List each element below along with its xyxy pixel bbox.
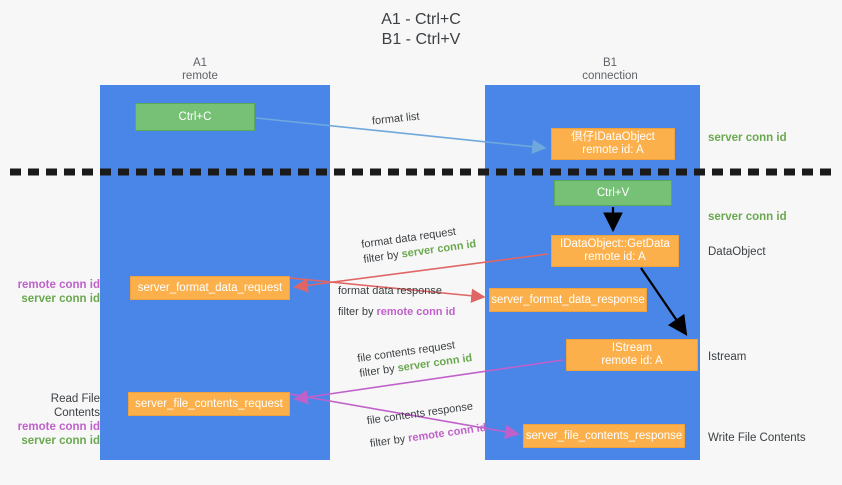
edge-label-line1: format data response bbox=[338, 285, 442, 297]
edge-label-file-contents-request: file contents request filter by server c… bbox=[356, 336, 473, 382]
note-server-conn-id-paste: server conn id bbox=[708, 210, 787, 224]
filter-prefix: filter by bbox=[358, 362, 399, 380]
box-idataobject-clipboard[interactable]: 倶仔IDataObject remote id: A bbox=[551, 128, 675, 160]
edge-label-line2: filter by remote conn id bbox=[338, 305, 455, 320]
page-title: A1 - Ctrl+C B1 - Ctrl+V bbox=[381, 11, 461, 48]
filter-prefix: filter by bbox=[369, 432, 410, 451]
note-server-conn-id-clipboard: server conn id bbox=[708, 131, 787, 145]
conn-id-remote: remote conn id bbox=[376, 306, 456, 318]
filter-prefix: filter by bbox=[362, 248, 403, 266]
lane-header-a1: A1 remote bbox=[182, 57, 218, 82]
conn-id-remote: remote conn id bbox=[17, 421, 100, 433]
box-server-file-contents-request[interactable]: server_file_contents_request bbox=[128, 392, 290, 416]
box-ctrl-c[interactable]: Ctrl+C bbox=[135, 103, 255, 131]
box-server-file-contents-response[interactable]: server_file_contents_response bbox=[523, 424, 685, 448]
note-read-file-contents: Read File Contents remote conn id server… bbox=[2, 392, 100, 448]
note-write-file-contents: Write File Contents bbox=[708, 432, 806, 444]
box-server-format-data-request[interactable]: server_format_data_request bbox=[130, 276, 290, 300]
filter-prefix: filter by bbox=[338, 306, 377, 318]
note-istream: Istream bbox=[708, 351, 747, 363]
box-ctrl-v[interactable]: Ctrl+V bbox=[554, 180, 672, 206]
note-read-file-contents-title: Read File Contents bbox=[50, 393, 100, 419]
edge-label-format-data-response: format data response filter by remote co… bbox=[338, 284, 455, 320]
note-dataobject: DataObject bbox=[708, 246, 766, 258]
edge-label-format-list: format list bbox=[371, 110, 420, 130]
edge-label-file-contents-response: file contents response filter by remote … bbox=[366, 398, 488, 452]
box-server-format-data-response[interactable]: server_format_data_response bbox=[489, 288, 647, 312]
conn-id-server: server conn id bbox=[708, 211, 787, 223]
conn-id-server: server conn id bbox=[708, 132, 787, 144]
note-conn-ids-format: remote conn id server conn id bbox=[8, 278, 100, 306]
box-idataobject-getdata[interactable]: IDataObject::GetData remote id: A bbox=[551, 235, 679, 267]
box-istream[interactable]: IStream remote id: A bbox=[566, 339, 698, 371]
conn-id-server: server conn id bbox=[21, 435, 100, 447]
edge-label-line1: format list bbox=[371, 110, 421, 128]
conn-id-remote: remote conn id bbox=[17, 279, 100, 291]
edge-label-format-data-request: format data request filter by server con… bbox=[360, 222, 477, 268]
lane-header-b1: B1 connection bbox=[582, 57, 638, 82]
conn-id-server: server conn id bbox=[21, 293, 100, 305]
